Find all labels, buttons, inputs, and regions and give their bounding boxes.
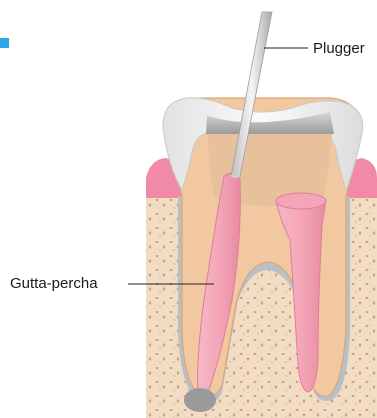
gutta-percha-label: Gutta-percha: [10, 275, 98, 292]
gutta-percha-cut-top: [276, 193, 326, 209]
blue-bar-icon: [0, 38, 9, 48]
plugger-label: Plugger: [313, 40, 365, 57]
root-apex: [184, 388, 216, 412]
